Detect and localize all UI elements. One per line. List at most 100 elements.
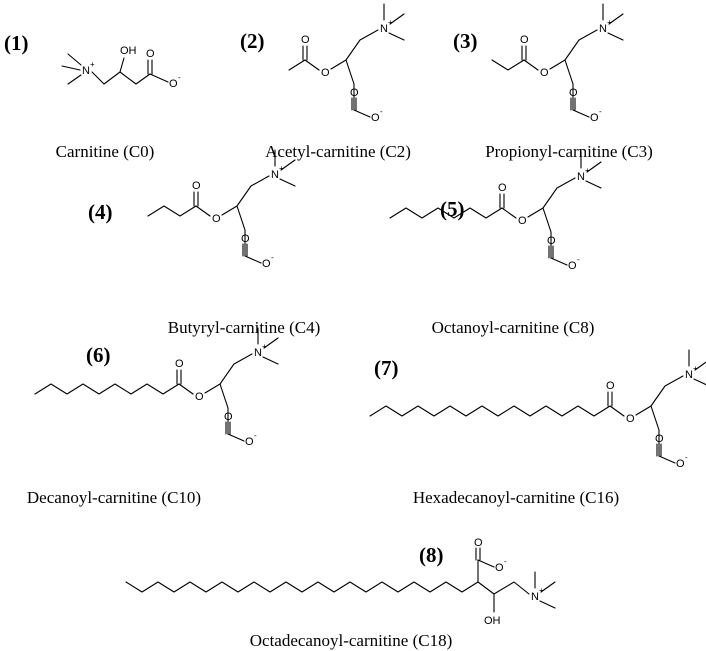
structure-octadecanoyl-carnitine: OHN+OO- xyxy=(125,537,556,627)
c5-acyl-chain-bonds xyxy=(389,207,503,219)
c6-negative-charge: - xyxy=(254,431,257,440)
compound-name-5: Octanoyl-carnitine (C8) xyxy=(432,318,595,337)
c8-positive-charge: + xyxy=(539,586,544,595)
c5-acyl-carbonyl-bonds xyxy=(499,193,517,219)
c2-carboxylate-bonds xyxy=(351,97,371,118)
c4-positive-charge: + xyxy=(279,164,284,173)
c6-methyl-bonds xyxy=(257,327,279,365)
c4-acyl-carbonyl-bonds xyxy=(193,191,211,217)
c7-ester-oxygen: O xyxy=(626,413,635,425)
c1-backbone-bonds xyxy=(91,57,151,85)
c3-acyl-chain-bonds xyxy=(491,59,525,71)
c7-carboxylate-bonds xyxy=(656,443,676,464)
c7-carbonyl-oxygen: O xyxy=(655,433,664,445)
compound-name-3: Propionyl-carnitine (C3) xyxy=(485,142,653,161)
c7-backbone-bonds xyxy=(635,375,684,457)
c7-acyl-carbonyl-oxygen: O xyxy=(606,380,615,392)
c5-carboxylate-oxygen: O xyxy=(568,260,577,272)
c2-methyl-bonds xyxy=(383,3,405,41)
c4-carboxylate-bonds xyxy=(242,243,262,264)
c5-acyl-carbonyl-oxygen: O xyxy=(498,182,507,194)
c5-backbone-bonds xyxy=(527,177,576,259)
c5-carboxylate-bonds xyxy=(548,245,568,266)
compound-name-1: Carnitine (C0) xyxy=(56,142,155,161)
structure-acetyl-carnitine: OON+OO- xyxy=(288,3,405,124)
compound-number-7: (7) xyxy=(374,356,399,380)
c4-ester-oxygen: O xyxy=(212,213,221,225)
c6-acyl-carbonyl-bonds xyxy=(176,369,194,395)
c2-acyl-chain-bonds xyxy=(288,59,306,71)
c7-carboxylate-oxygen: O xyxy=(676,458,685,470)
c6-carboxylate-bonds xyxy=(225,421,245,442)
structure-octanoyl-carnitine: OON+OO- xyxy=(389,151,602,272)
c4-methyl-bonds xyxy=(274,149,296,187)
c3-carbonyl-oxygen: O xyxy=(569,87,578,99)
c3-carboxylate-bonds xyxy=(570,97,590,118)
c8-negative-charge: - xyxy=(504,557,507,566)
c8-carboxylate-oxygen: O xyxy=(495,562,504,574)
c4-carboxylate-oxygen: O xyxy=(262,258,271,270)
compound-name-6: Decanoyl-carnitine (C10) xyxy=(27,488,201,507)
c4-acyl-carbonyl-oxygen: O xyxy=(192,180,201,192)
c1-negative-charge: - xyxy=(178,73,181,82)
c4-acyl-chain-bonds xyxy=(147,205,197,217)
compound-number-5: (5) xyxy=(440,197,465,221)
c6-backbone-bonds xyxy=(204,353,253,435)
c2-acyl-carbonyl-bonds xyxy=(302,45,320,71)
c1-methyl-bonds xyxy=(61,53,82,85)
compound-number-1: (1) xyxy=(4,31,29,55)
compound-number-4: (4) xyxy=(88,200,113,224)
compound-name-8: Octadecanoyl-carnitine (C18) xyxy=(250,631,453,650)
c6-carbonyl-oxygen: O xyxy=(224,411,233,423)
c7-nitrogen-atom: N xyxy=(685,369,693,381)
c2-ester-oxygen: O xyxy=(321,67,330,79)
compound-number-3: (3) xyxy=(453,29,478,53)
c3-backbone-bonds xyxy=(549,29,598,111)
c4-nitrogen-atom: N xyxy=(271,169,279,181)
labels-layer: (1)Carnitine (C0)(2)Acetyl-carnitine (C2… xyxy=(4,29,653,650)
compound-number-2: (2) xyxy=(240,29,265,53)
c5-ester-oxygen: O xyxy=(518,215,527,227)
structure-decanoyl-carnitine: OON+OO- xyxy=(34,327,279,448)
c1-carboxylate-oxygen: O xyxy=(169,78,178,90)
c2-negative-charge: - xyxy=(380,107,383,116)
c8-backbone-bonds xyxy=(477,559,530,613)
c6-ester-oxygen: O xyxy=(195,391,204,403)
c2-acyl-carbonyl-oxygen: O xyxy=(301,34,310,46)
c3-acyl-carbonyl-oxygen: O xyxy=(520,34,529,46)
c1-positive-charge: + xyxy=(90,60,95,69)
c8-hydroxyl: OH xyxy=(484,615,501,627)
c8-carboxylate-bonds xyxy=(475,547,495,568)
c2-nitrogen-atom: N xyxy=(380,23,388,35)
structure-butyryl-carnitine: OON+OO- xyxy=(147,149,296,270)
c3-ester-oxygen: O xyxy=(540,67,549,79)
compound-name-7: Hexadecanoyl-carnitine (C16) xyxy=(413,488,619,507)
c5-positive-charge: + xyxy=(585,166,590,175)
c1-hydroxyl: OH xyxy=(120,45,137,57)
c5-methyl-bonds xyxy=(580,151,602,189)
c7-acyl-chain-bonds xyxy=(369,405,611,417)
c3-negative-charge: - xyxy=(599,107,602,116)
c2-backbone-bonds xyxy=(330,29,379,111)
c6-carboxylate-oxygen: O xyxy=(245,436,254,448)
c7-negative-charge: - xyxy=(685,453,688,462)
c6-acyl-chain-bonds xyxy=(34,383,180,395)
c5-negative-charge: - xyxy=(577,255,580,264)
c3-methyl-bonds xyxy=(602,3,624,41)
structure-hexadecanoyl-carnitine: OON+OO- xyxy=(369,349,706,470)
c6-positive-charge: + xyxy=(262,342,267,351)
c5-carbonyl-oxygen: O xyxy=(547,235,556,247)
c4-carbonyl-oxygen: O xyxy=(241,233,250,245)
c3-acyl-carbonyl-bonds xyxy=(521,45,539,71)
c5-nitrogen-atom: N xyxy=(577,171,585,183)
c4-backbone-bonds xyxy=(221,175,270,257)
c6-acyl-carbonyl-oxygen: O xyxy=(175,358,184,370)
c8-methyl-bonds xyxy=(534,571,556,609)
compound-number-6: (6) xyxy=(86,343,111,367)
c8-chain-bonds xyxy=(125,581,479,593)
compound-name-4: Butyryl-carnitine (C4) xyxy=(168,318,321,337)
c2-carbonyl-oxygen: O xyxy=(350,87,359,99)
c1-carboxylate-bonds xyxy=(147,59,169,83)
